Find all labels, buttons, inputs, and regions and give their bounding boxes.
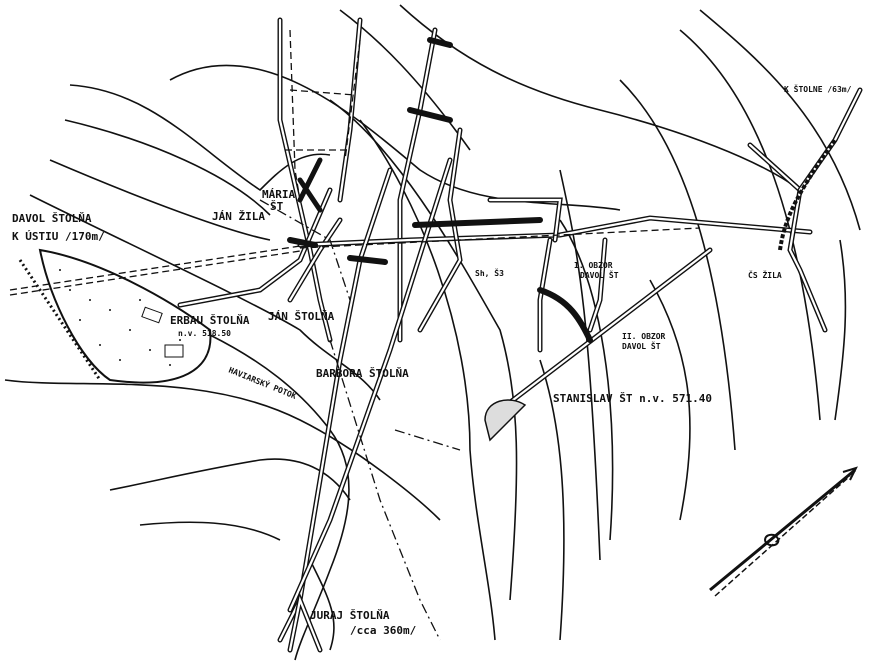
- contour-lines: [4, 4, 861, 651]
- label-obzor-1: I. OBZOR: [574, 261, 613, 270]
- label-erbau-elevation: n.v. 518.50: [178, 329, 231, 338]
- label-juraj-stolna: JURAJ ŠTOLŇA: [310, 609, 390, 622]
- label-cs-zila: ČS ŽILA: [748, 269, 782, 280]
- label-davol-ustie: K ÚSTIU /170m/: [12, 230, 105, 243]
- label-sh-s3: Sh, Š3: [475, 267, 504, 278]
- label-haviarsky-potok: HAVIARSKÝ POTOK: [227, 364, 298, 401]
- label-erbau-stolna: ERBAU ŠTOLŇA: [170, 314, 250, 327]
- label-maria-sub: ŠT: [270, 200, 284, 213]
- label-davol-stolna: DAVOL ŠTOLŇA: [12, 212, 92, 225]
- old-workings: [259, 29, 461, 641]
- main-adit-davol: [9, 227, 701, 296]
- label-maria: MÁRIA: [262, 188, 295, 201]
- label-stanislav: STANISLAV ŠT n.v. 571.40: [553, 392, 712, 405]
- label-obzor-1-sub: DAVOL ŠT: [580, 269, 619, 280]
- label-juraj-length: /cca 360m/: [350, 624, 417, 637]
- label-jan-zila: JÁN ŽILA: [212, 210, 265, 223]
- ore-veins: [287, 37, 837, 343]
- north-arrow[interactable]: [709, 466, 858, 597]
- stream-haviarsky-potok: [209, 334, 350, 661]
- stanislav-dump: [484, 399, 527, 442]
- waste-dump: [18, 248, 212, 384]
- label-obzor-2-sub: DAVOL ŠT: [622, 340, 661, 351]
- label-obzor-2: II. OBZOR: [622, 332, 666, 341]
- label-barbora-stolna: BARBORA ŠTOLŇA: [316, 367, 409, 380]
- label-jan-stolna: JÁN ŠTOLŇA: [268, 310, 335, 323]
- label-k-stolne: K ŠTOLNE /63m/: [784, 83, 852, 94]
- tunnels: [177, 17, 863, 653]
